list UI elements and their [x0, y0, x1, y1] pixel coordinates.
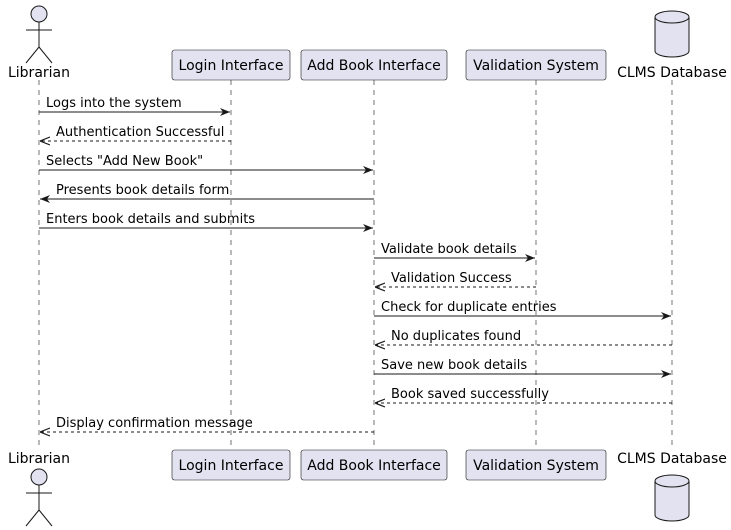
actor-label: Librarian [8, 65, 70, 81]
actor-label: Librarian [8, 451, 70, 467]
message-9: No duplicates found [375, 329, 672, 345]
message-8: Check for duplicate entries [374, 300, 671, 320]
participant-label: Add Book Interface [307, 458, 441, 474]
message-12: Display confirmation message [40, 416, 374, 432]
database-icon [654, 474, 690, 522]
participant-login-top: Login Interface [171, 49, 291, 81]
message-label: Logs into the system [46, 96, 182, 111]
message-label: Display confirmation message [56, 416, 253, 431]
participant-box [171, 49, 291, 81]
database-icon [654, 10, 690, 58]
database-label: CLMS Database [617, 65, 727, 81]
message-label: Presents book details form [56, 183, 229, 198]
participant-label: Validation System [473, 58, 599, 74]
participant-label: Login Interface [179, 458, 284, 474]
message-10: Save new book details [374, 358, 671, 378]
participant-box [300, 449, 448, 481]
message-4: Presents book details form [40, 183, 374, 203]
message-5: Enters book details and submits [39, 212, 373, 232]
message-label: Check for duplicate entries [381, 300, 557, 315]
participant-label: Add Book Interface [307, 58, 441, 74]
actor-icon [25, 5, 53, 64]
actor-librarian-bottom: Librarian [8, 451, 70, 527]
message-11: Book saved successfully [375, 387, 672, 403]
participant-box [465, 49, 607, 81]
participant-login-bottom: Login Interface [171, 449, 291, 481]
message-label: Authentication Successful [56, 125, 224, 140]
message-label: Save new book details [381, 358, 527, 373]
message-7: Validation Success [375, 271, 536, 287]
actor-icon [25, 468, 53, 527]
message-2: Authentication Successful [40, 125, 231, 141]
message-label: No duplicates found [391, 329, 521, 344]
participant-box [465, 449, 607, 481]
database-label: CLMS Database [617, 451, 727, 467]
participant-validation-bottom: Validation System [465, 449, 607, 481]
message-label: Enters book details and submits [46, 212, 255, 227]
participant-validation-top: Validation System [465, 49, 607, 81]
participant-addbook-top: Add Book Interface [300, 49, 448, 81]
participant-label: Validation System [473, 458, 599, 474]
message-1: Logs into the system [39, 96, 230, 116]
participant-box [171, 449, 291, 481]
message-6: Validate book details [374, 242, 535, 262]
message-label: Validate book details [381, 242, 517, 257]
message-label: Validation Success [391, 271, 512, 286]
participant-addbook-bottom: Add Book Interface [300, 449, 448, 481]
message-label: Book saved successfully [391, 387, 549, 402]
participant-label: Login Interface [179, 58, 284, 74]
database-db-top: CLMS Database [617, 10, 727, 81]
message-3: Selects "Add New Book" [39, 154, 373, 174]
message-label: Selects "Add New Book" [46, 154, 203, 169]
database-db-bottom: CLMS Database [617, 451, 727, 522]
participant-box [300, 49, 448, 81]
actor-librarian-top: Librarian [8, 5, 70, 81]
